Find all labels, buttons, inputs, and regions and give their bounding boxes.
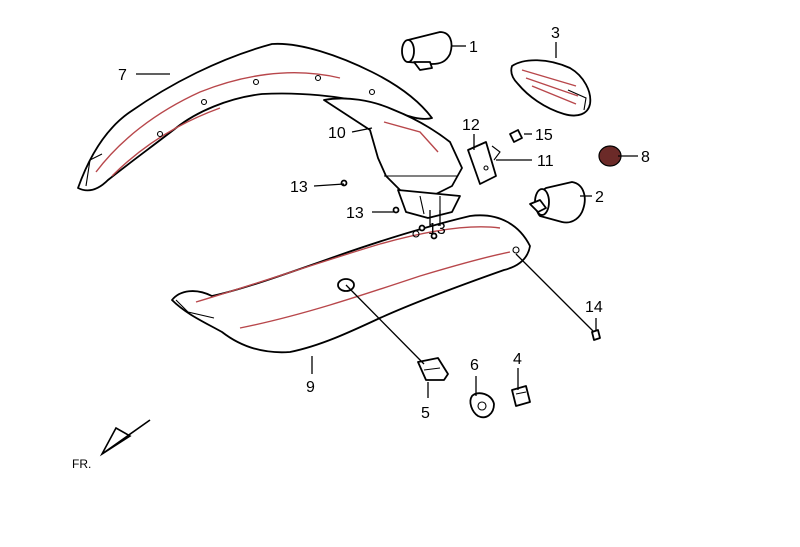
callout-14: 14 — [585, 299, 603, 316]
part-4-clip — [511, 385, 531, 407]
part-7-upper-cover — [77, 42, 433, 192]
part-13-screws — [340, 179, 438, 240]
callout-6: 6 — [470, 357, 479, 374]
callout-1: 1 — [469, 39, 478, 56]
front-direction-arrow — [99, 419, 151, 457]
part-2-socket — [529, 181, 586, 224]
callout-13-c: 13 — [428, 221, 446, 238]
leader-lines — [136, 42, 638, 398]
callout-9: 9 — [306, 379, 315, 396]
part-8-round-pad — [598, 145, 622, 167]
callout-12: 12 — [462, 117, 480, 134]
part-10-center-bracket — [323, 97, 463, 219]
callout-15: 15 — [535, 127, 553, 144]
part-3-lamp-lens — [510, 59, 592, 117]
front-direction-label: FR. — [72, 457, 91, 471]
callout-13-a: 13 — [290, 179, 308, 196]
part-9-lower-side-cover — [171, 214, 531, 354]
callout-10: 10 — [328, 125, 346, 142]
part-1-socket — [401, 31, 453, 71]
part-5-bracket — [417, 357, 449, 381]
callout-5: 5 — [421, 405, 430, 422]
part-11-12-15-hardware — [467, 129, 523, 185]
callout-3: 3 — [551, 25, 560, 42]
callout-7: 7 — [118, 67, 127, 84]
part-14-screw — [591, 329, 601, 341]
part-6-grommet — [469, 392, 495, 419]
callout-8: 8 — [641, 149, 650, 166]
callout-11: 11 — [537, 153, 554, 170]
callout-13-b: 13 — [346, 205, 364, 222]
callout-4: 4 — [513, 351, 522, 368]
callout-2: 2 — [595, 189, 604, 206]
